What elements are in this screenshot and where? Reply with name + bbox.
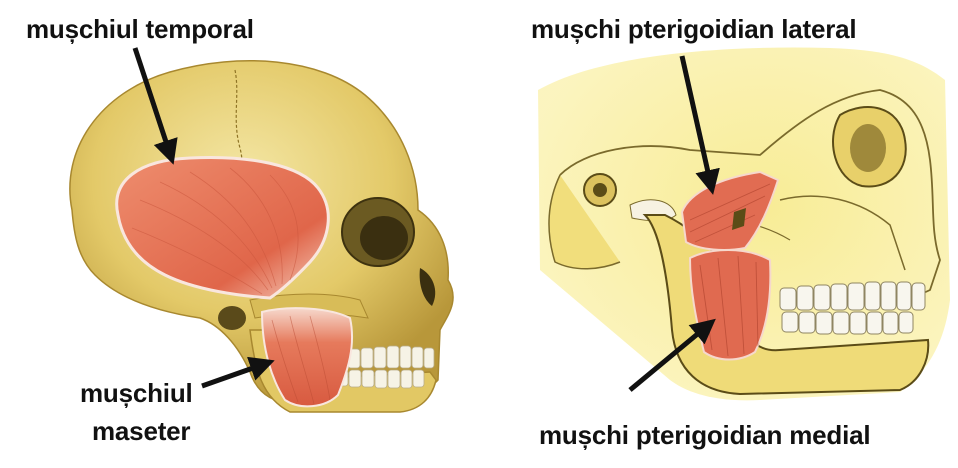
label-medial-pterygoid: mușchi pterigoidian medial xyxy=(539,420,870,451)
skull-lateral-view xyxy=(70,48,453,412)
upper-teeth-right xyxy=(780,282,925,310)
lower-teeth xyxy=(336,370,424,388)
label-masseter-line2: maseter xyxy=(92,416,190,447)
lower-teeth-right xyxy=(782,312,913,334)
label-temporal-muscle: mușchiul temporal xyxy=(26,14,254,45)
label-masseter-line1: mușchiul xyxy=(80,378,193,409)
pterygoid-view xyxy=(538,47,950,400)
label-lateral-pterygoid: mușchi pterigoidian lateral xyxy=(531,14,856,45)
